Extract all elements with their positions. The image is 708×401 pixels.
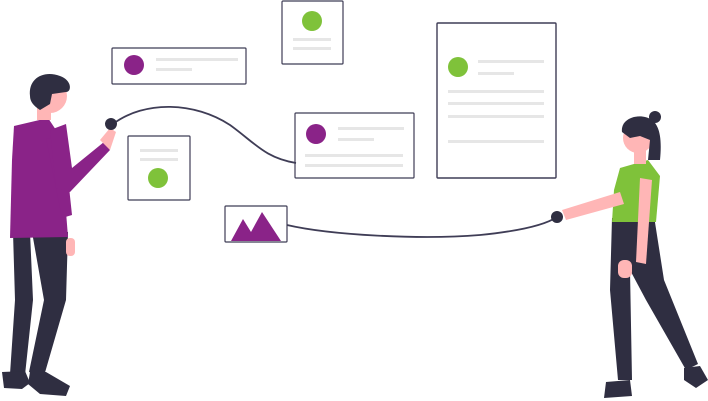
cable-right [286,216,558,238]
card-top-center [281,0,344,65]
card-left-center [127,135,191,201]
person-left [2,74,117,396]
document-card [436,22,557,179]
avatar-dot [448,57,468,77]
card-middle [294,112,415,179]
image-icon [224,205,288,243]
avatar-dot [124,55,144,75]
avatar-dot [306,124,326,144]
cable-left [112,105,297,164]
avatar-dot [302,11,322,31]
person-right [551,111,708,398]
avatar-dot [148,168,168,188]
card-top-left [111,47,247,85]
